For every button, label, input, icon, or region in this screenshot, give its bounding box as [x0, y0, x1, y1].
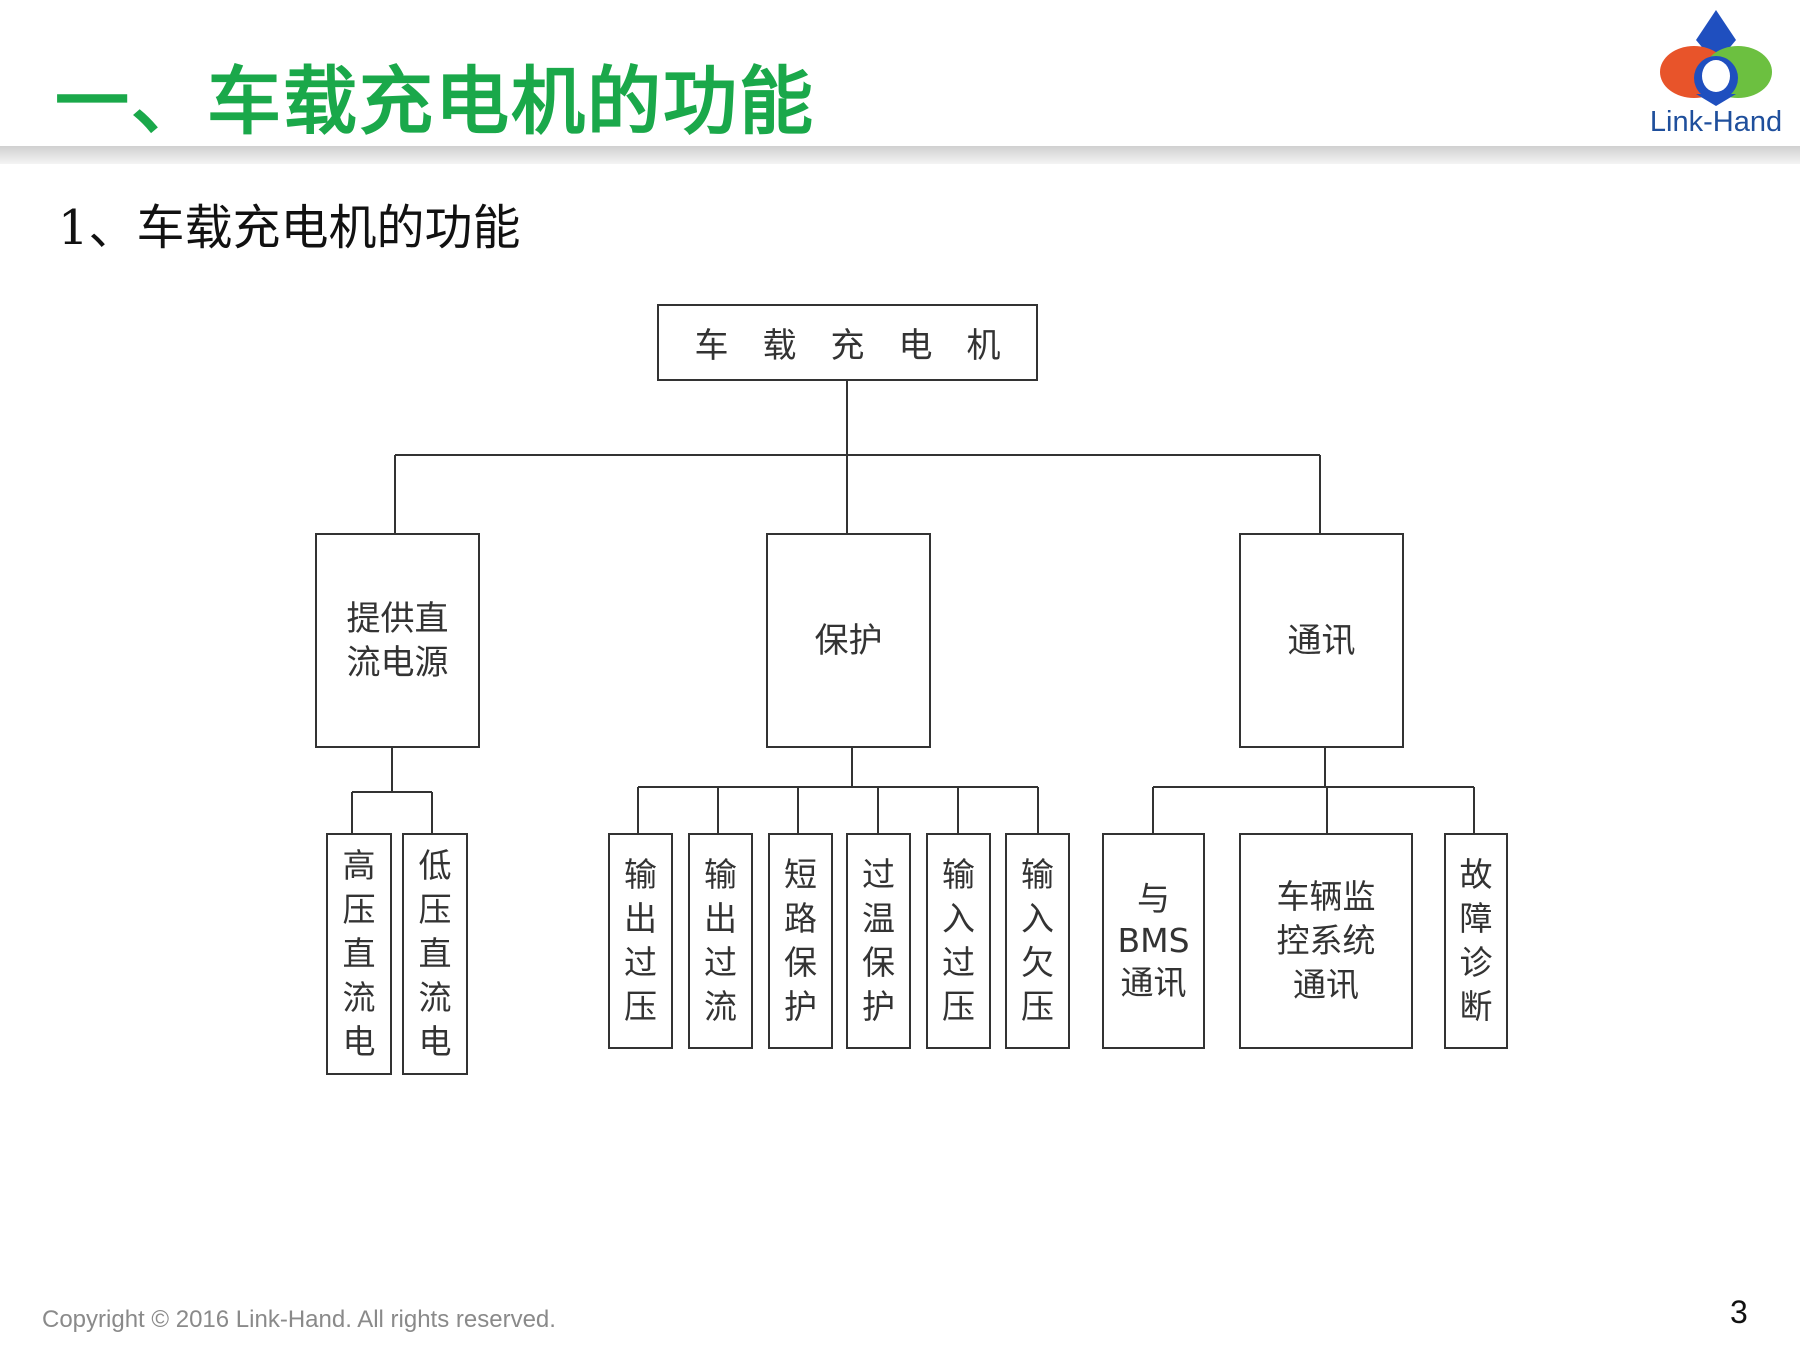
leaf-node: 故障诊断: [1444, 833, 1508, 1049]
leaf-label: 车辆监控系统通讯: [1276, 877, 1376, 1004]
tree-root-label: 车载充电机: [694, 326, 1035, 366]
leaf-node: 低压直流电: [402, 833, 468, 1075]
leaf-node: 与BMS通讯: [1102, 833, 1205, 1049]
tree-root-node: 车载充电机: [657, 304, 1038, 381]
leaf-node: 车辆监控系统通讯: [1239, 833, 1413, 1049]
page-title: 一、车载充电机的功能: [55, 59, 815, 145]
leaf-label: 高压直流电: [342, 846, 376, 1061]
link-hand-logo-icon: [1660, 10, 1772, 106]
leaf-label: 输出过压: [624, 855, 657, 1026]
branch-label: 保护: [814, 620, 883, 661]
leaf-label: 故障诊断: [1459, 855, 1493, 1026]
leaf-node: 输出过压: [608, 833, 673, 1049]
branch-node-communication: 通讯: [1239, 533, 1404, 748]
leaf-node: 输入过压: [926, 833, 991, 1049]
leaf-label: 输出过流: [704, 855, 737, 1026]
leaf-node: 高压直流电: [326, 833, 392, 1075]
branch-node-protection: 保护: [766, 533, 931, 748]
branch-node-dc-power: 提供直流电源: [315, 533, 480, 748]
leaf-node: 过温保护: [846, 833, 911, 1049]
logo-text: Link-Hand: [1649, 106, 1783, 138]
branch-label: 通讯: [1287, 620, 1356, 661]
page-number: 3: [1730, 1294, 1748, 1330]
leaf-label: 输入欠压: [1021, 855, 1054, 1026]
copyright-text: Copyright © 2016 Link-Hand. All rights r…: [42, 1306, 556, 1333]
leaf-label: 输入过压: [942, 855, 975, 1026]
leaf-label: 过温保护: [862, 855, 895, 1026]
leaf-label: 低压直流电: [418, 846, 452, 1061]
section-subtitle: 1、车载充电机的功能: [58, 200, 521, 256]
leaf-label: 与BMS通讯: [1117, 879, 1190, 1002]
branch-label: 提供直流电源: [346, 598, 449, 683]
header-divider: [0, 146, 1800, 164]
leaf-label: 短路保护: [784, 855, 817, 1026]
leaf-node: 输出过流: [688, 833, 753, 1049]
leaf-node: 输入欠压: [1005, 833, 1070, 1049]
leaf-node: 短路保护: [768, 833, 833, 1049]
